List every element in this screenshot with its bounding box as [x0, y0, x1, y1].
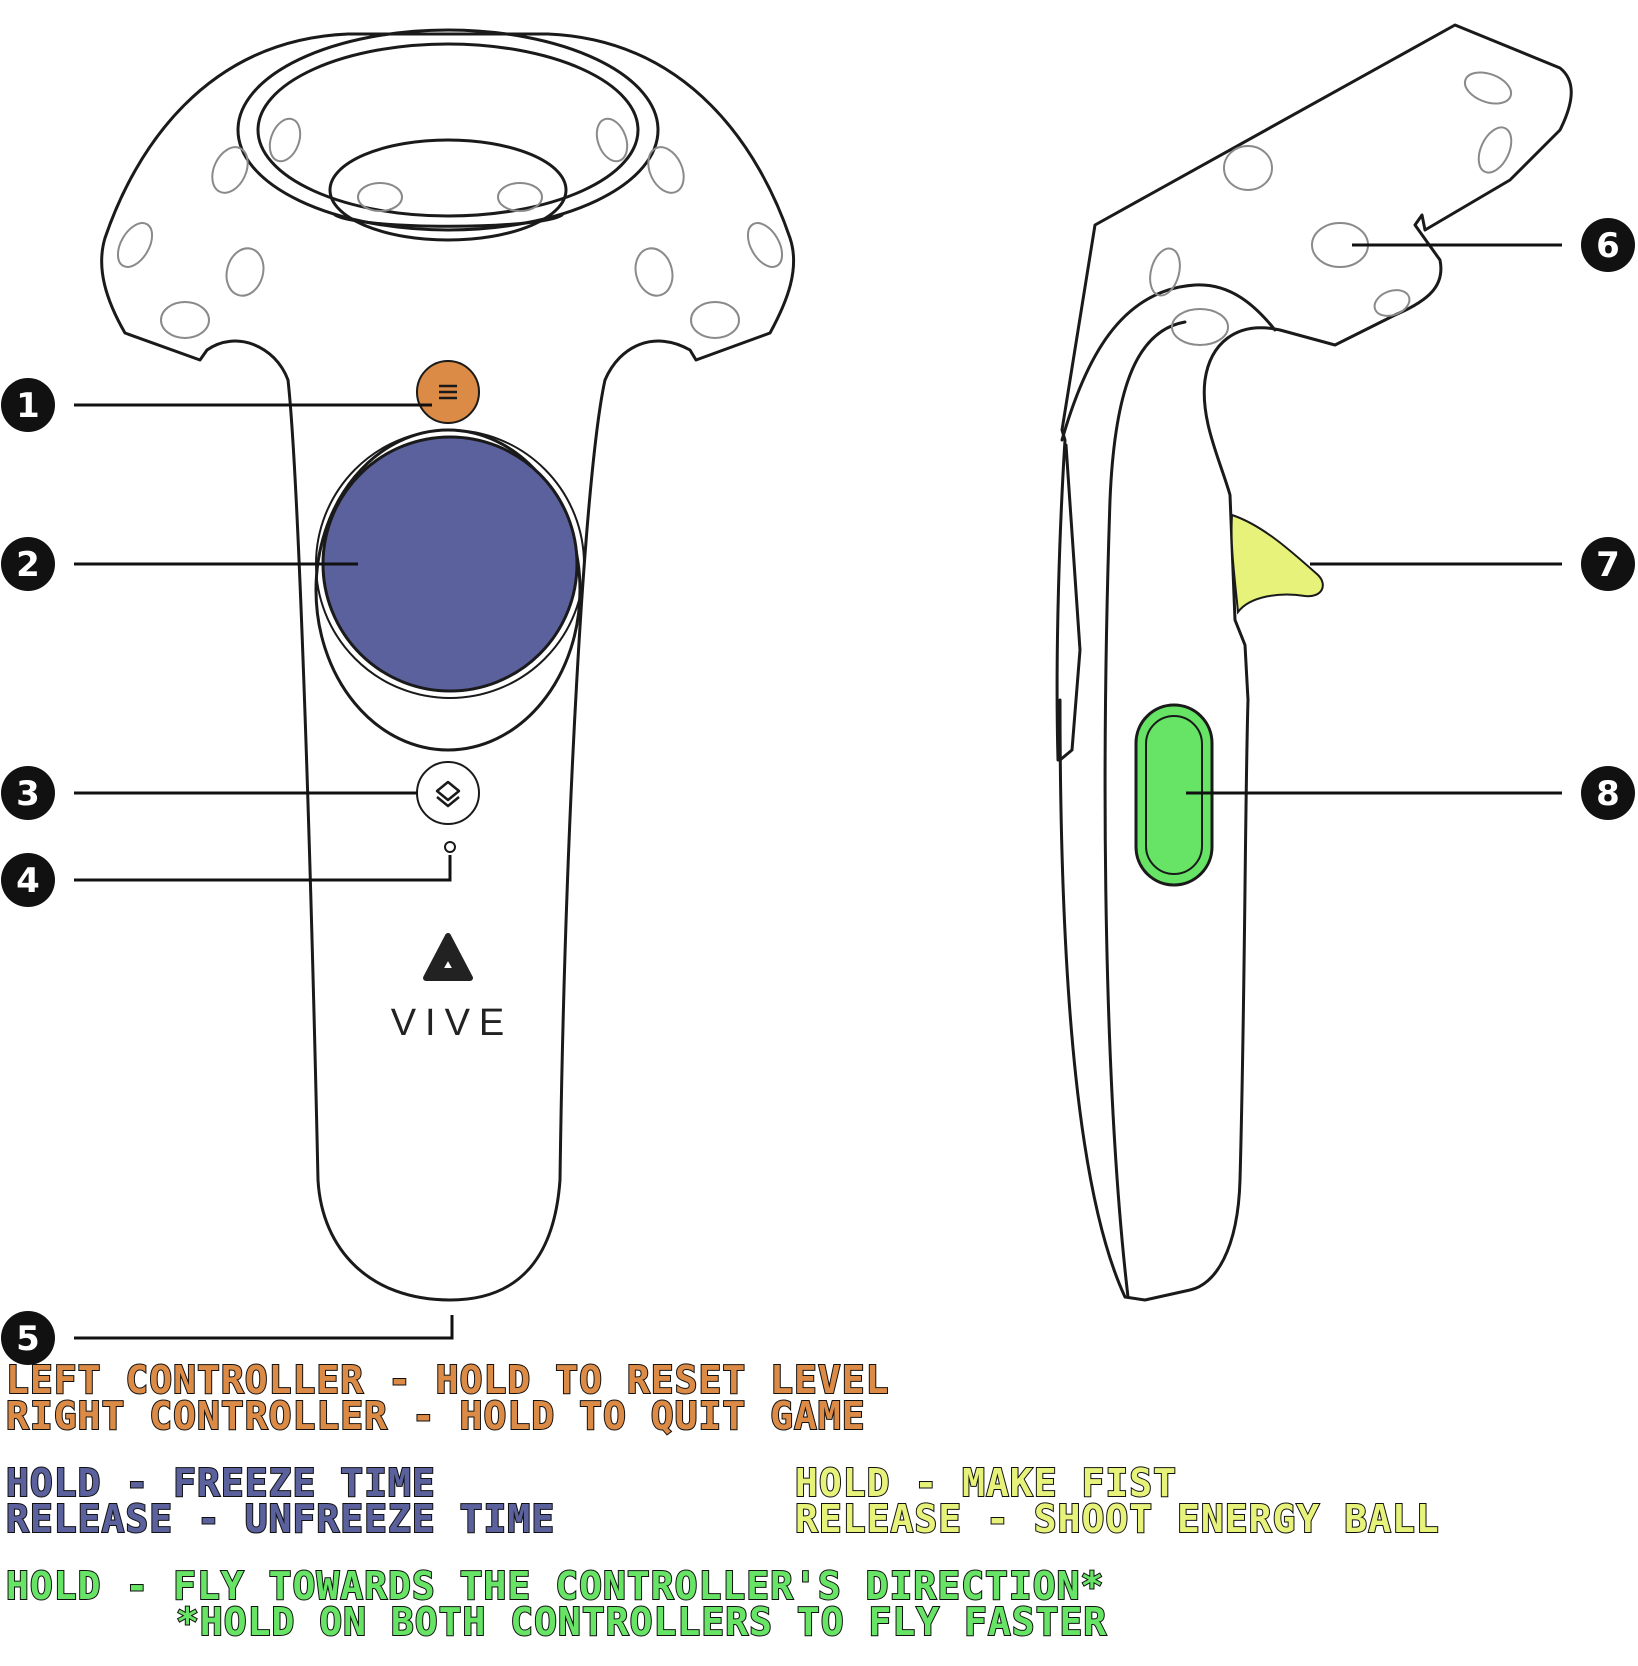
side-controller-spine — [1103, 320, 1187, 1299]
tracking-ring-inner — [256, 42, 640, 218]
menu-icon — [439, 384, 457, 400]
front-controller-body — [100, 32, 796, 1302]
side-controller-body — [1055, 23, 1573, 1302]
sensor-dimple — [268, 117, 302, 163]
legend-grip-line-1: HOLD - FLY TOWARDS THE CONTROLLER'S DIRE… — [5, 1564, 1105, 1608]
legend-grip-line-2: *HOLD ON BOTH CONTROLLERS TO FLY FASTER — [175, 1600, 1108, 1644]
legend-menu: LEFT CONTROLLER - HOLD TO RESET LEVEL RI… — [5, 1358, 890, 1438]
sensor-dimple — [160, 301, 210, 339]
legend-trigger-line-2: RELEASE - SHOOT ENERGY BALL — [794, 1497, 1440, 1541]
callout-5: 5 — [1, 1311, 55, 1365]
grip-button[interactable] — [1134, 703, 1214, 887]
sensor-dimple — [746, 222, 784, 268]
callout-1: 1 — [1, 378, 55, 432]
legend-trigger-line-1: HOLD - MAKE FIST — [794, 1461, 1178, 1505]
sensor-dimple — [690, 301, 740, 339]
system-button[interactable] — [416, 761, 480, 825]
vive-logo-icon — [423, 933, 473, 981]
svg-text:4: 4 — [16, 861, 40, 901]
callout-8: 8 — [1581, 766, 1635, 820]
sensor-dimple — [1223, 145, 1273, 191]
legend-trackpad: HOLD - FREEZE TIME RELEASE - UNFREEZE TI… — [5, 1461, 556, 1541]
tracking-ring-well — [328, 138, 568, 242]
trackpad[interactable] — [321, 435, 579, 693]
sensor-dimple — [1149, 247, 1181, 297]
side-controller-edge — [1058, 443, 1082, 762]
legend-menu-line-2: RIGHT CONTROLLER - HOLD TO QUIT GAME — [5, 1394, 866, 1438]
callout-7: 7 — [1581, 537, 1635, 591]
callout-3: 3 — [1, 766, 55, 820]
sensor-dimple — [634, 247, 674, 297]
legend-trackpad-line-2: RELEASE - UNFREEZE TIME — [5, 1497, 556, 1541]
callout-6: 6 — [1581, 218, 1635, 272]
svg-text:5: 5 — [16, 1319, 40, 1359]
sensor-dimple — [595, 117, 629, 163]
tracking-ring-well-edge — [333, 213, 564, 228]
sensor-dimple — [497, 182, 543, 212]
callout-2: 2 — [1, 537, 55, 591]
brand-text: VIVE — [391, 1002, 514, 1044]
svg-text:2: 2 — [16, 545, 40, 585]
sensor-dimple — [647, 146, 685, 194]
sensor-dimple — [357, 182, 403, 212]
leader-line-4 — [74, 855, 452, 882]
svg-text:7: 7 — [1596, 545, 1620, 585]
tracking-ring-outer — [236, 28, 660, 232]
system-icon — [435, 780, 461, 808]
sensor-dimple — [225, 247, 265, 297]
side-controller-seam — [1060, 283, 1277, 442]
svg-text:6: 6 — [1596, 226, 1620, 266]
legend-trackpad-line-1: HOLD - FREEZE TIME — [5, 1461, 436, 1505]
trigger[interactable] — [1230, 513, 1324, 615]
sensor-dimple — [116, 222, 154, 268]
sensor-dimple — [1463, 71, 1513, 105]
grip-button-inner — [1145, 715, 1203, 875]
legend-trigger: HOLD - MAKE FIST RELEASE - SHOOT ENERGY … — [794, 1461, 1440, 1541]
legend-grip: HOLD - FLY TOWARDS THE CONTROLLER'S DIRE… — [5, 1564, 1108, 1644]
sensor-dimple — [1477, 126, 1513, 174]
leader-line-5 — [74, 1315, 454, 1340]
sensor-dimple — [211, 146, 249, 194]
status-light — [444, 841, 456, 853]
callout-4: 4 — [1, 853, 55, 907]
svg-text:1: 1 — [16, 386, 40, 426]
sensor-dimple — [1171, 308, 1229, 346]
svg-text:3: 3 — [16, 774, 40, 814]
legend-menu-line-1: LEFT CONTROLLER - HOLD TO RESET LEVEL — [5, 1358, 890, 1402]
svg-text:8: 8 — [1596, 774, 1620, 814]
sensor-dimple — [1373, 289, 1411, 317]
